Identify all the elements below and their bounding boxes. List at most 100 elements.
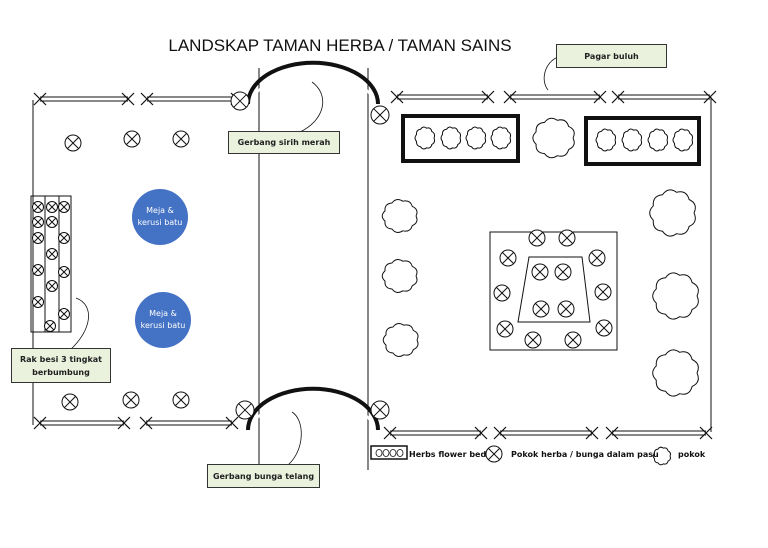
garden-pot-icon [554, 263, 572, 281]
tree-icon [382, 323, 419, 357]
corner-pot-icon [370, 400, 390, 420]
fence-segment [611, 90, 717, 104]
rack-column-3 [58, 195, 72, 333]
legend-bed-plant-icon [396, 449, 404, 457]
rack-pot-icon [46, 216, 58, 228]
herb-bed-right [584, 116, 701, 166]
rack-pot-icon [58, 266, 70, 278]
table-circle-2 [135, 292, 191, 348]
fence-segment [140, 92, 244, 106]
fence-segment [390, 90, 495, 104]
rak-line-1: Rak besi 3 tingkat [20, 354, 102, 364]
herb-bed-left [401, 114, 520, 163]
pointer-rak [69, 297, 89, 351]
bed-plant-icon [465, 126, 487, 150]
pagar-buluh-label: Pagar buluh [556, 44, 667, 68]
bed-plant-icon [647, 128, 669, 152]
meja-label-1: Meja & kerusi batu [128, 205, 192, 229]
bottom-gate-arch-inner [253, 394, 373, 431]
garden-pot-icon [595, 319, 613, 337]
legend-pokok-herba-text: Pokok herba / bunga dalam pasu [511, 450, 659, 459]
gerbang-bunga-text: Gerbang bunga telang [212, 471, 315, 481]
rack-pot-icon [44, 320, 56, 332]
tree-icon [652, 272, 699, 320]
rack-pot-icon [58, 308, 70, 320]
center-garden-square [489, 231, 618, 351]
garden-pot-icon [493, 284, 511, 302]
tree-icon [652, 349, 699, 397]
legend-pokok-text: pokok [678, 450, 706, 459]
tree-icon [381, 259, 418, 293]
rack-pot-icon [32, 296, 44, 308]
gerbang-sirih-text: Gerbang sirih merah [237, 138, 331, 147]
tree-icon [649, 189, 696, 237]
rack-pot-icon [58, 201, 70, 213]
bed-plant-icon [595, 128, 617, 152]
tree-icon [532, 117, 575, 159]
garden-pot-icon [594, 283, 612, 301]
fence-segment [33, 416, 131, 430]
herb-pot-icon [61, 393, 79, 411]
pagar-buluh-text: Pagar buluh [584, 51, 639, 61]
meja-label-2: Meja & kerusi batu [131, 308, 195, 332]
herb-pot-icon [172, 130, 190, 148]
legend-bed-plant-icon [375, 449, 383, 457]
rak-line-2: berbumbung [32, 367, 90, 377]
meja-1-line-2: kerusi batu [137, 218, 183, 227]
garden-pot-icon [496, 320, 514, 338]
garden-pot-icon [564, 331, 582, 349]
gerbang-bunga-label: Gerbang bunga telang [207, 464, 320, 488]
fence-segment [33, 92, 135, 106]
page-title: LANDSKAP TAMAN HERBA / TAMAN SAINS [168, 36, 512, 55]
corner-pot-icon [230, 91, 250, 111]
bed-plant-icon [490, 126, 512, 150]
rack-pot-icon [32, 201, 44, 213]
legend-bed-plant-icon [382, 449, 390, 457]
legend-marks [375, 445, 671, 466]
legend-tree-icon [652, 446, 671, 466]
meja-2-line-1: Meja & [149, 309, 177, 318]
trees [381, 117, 699, 397]
rack-pot-icon [46, 248, 58, 260]
corner-pot-icon [370, 105, 390, 125]
corner-pot-icon [235, 400, 255, 420]
garden-pot-icon [588, 249, 606, 267]
gerbang-sirih-label: Gerbang sirih merah [228, 131, 340, 154]
meja-2-line-2: kerusi batu [140, 321, 186, 330]
garden-pot-icon [558, 229, 576, 247]
fence-segment [139, 416, 239, 430]
tree-icon [381, 199, 418, 233]
herb-pot-icon [123, 130, 141, 148]
legend-pot-icon [485, 445, 503, 463]
top-gate-arch-inner [253, 68, 373, 105]
garden-pot-icon [531, 263, 549, 281]
herb-pots [32, 91, 613, 420]
garden-pot-icon [557, 300, 575, 318]
top-gate-arch-outer [246, 60, 380, 105]
rack-pot-icon [46, 201, 58, 213]
herb-bed-plants [414, 126, 694, 152]
garden-pot-icon [528, 229, 546, 247]
legend-bed-plant-icon [389, 449, 397, 457]
pointer-gerbang-sirih [299, 81, 324, 133]
meja-1-line-1: Meja & [146, 206, 174, 215]
rack-pot-icon [32, 264, 44, 276]
fence-segment [605, 426, 713, 440]
rak-besi-label: Rak besi 3 tingkat berbumbung [11, 348, 111, 383]
bed-plant-icon [672, 128, 694, 152]
fence-segment [503, 90, 607, 104]
rack-pot-icon [32, 232, 44, 244]
fence-segment [493, 426, 599, 440]
fence-segment [383, 426, 488, 440]
legend-herb-bed-icon [370, 445, 408, 460]
pointer-pagar-buluh [543, 56, 559, 91]
garden-pot-icon [524, 331, 542, 349]
pointer-gerbang-bunga [287, 411, 302, 466]
legend-herbs-text: Herbs flower bed [409, 450, 487, 459]
garden-pot-icon [499, 249, 517, 267]
herb-pot-icon [122, 391, 140, 409]
herb-pot-icon [172, 391, 190, 409]
center-trapezoid-bed [517, 256, 591, 323]
